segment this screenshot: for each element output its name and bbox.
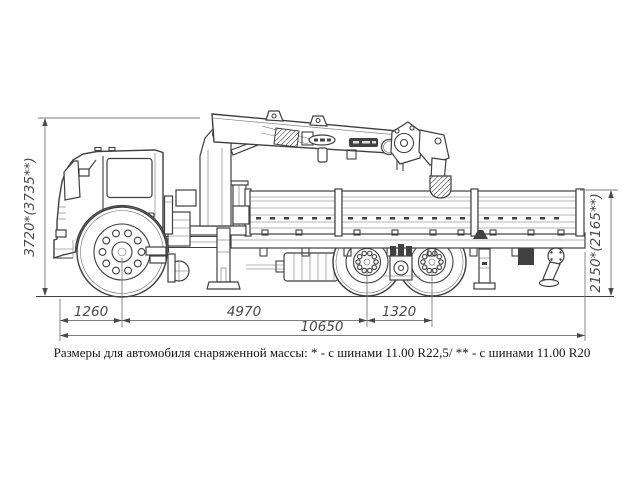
front-outrigger bbox=[206, 227, 241, 290]
front-overhang-label: 1260 bbox=[74, 304, 108, 320]
front-wheel bbox=[76, 206, 168, 298]
dimension-overall-height: 3720*(3735**) bbox=[22, 117, 200, 296]
lifting-lug-1 bbox=[265, 110, 284, 122]
rear-support-leg bbox=[473, 248, 496, 290]
side-panel-1 bbox=[249, 190, 336, 236]
stake-post-1 bbox=[334, 188, 343, 237]
side-panel-3 bbox=[477, 190, 577, 236]
cab bbox=[53, 146, 174, 259]
wheel-chock bbox=[473, 230, 488, 239]
headlight bbox=[55, 229, 67, 238]
overall-length-label: 10650 bbox=[301, 319, 344, 335]
rear-mudflap bbox=[518, 248, 534, 265]
rear-outrigger-foot bbox=[538, 278, 560, 288]
hanging-tag bbox=[317, 147, 328, 163]
windshield bbox=[63, 160, 81, 201]
flatbed-platform bbox=[230, 180, 586, 257]
front-mudflap bbox=[167, 253, 176, 283]
crane-warning-label bbox=[273, 127, 300, 148]
outrigger-foot bbox=[206, 281, 241, 290]
rear-height-label: 2150*(2165**) bbox=[588, 193, 604, 293]
rear-bogie-suspension bbox=[382, 244, 420, 281]
crane bbox=[167, 110, 452, 290]
dimension-bottom: 1260 4970 1320 10650 bbox=[59, 252, 586, 341]
crane-boom bbox=[211, 110, 421, 171]
stake-post-2 bbox=[470, 188, 479, 237]
crane-hook-block bbox=[429, 175, 452, 199]
front-mudflap-and-box bbox=[167, 253, 190, 283]
side-panel-2 bbox=[341, 190, 472, 236]
side-window bbox=[106, 157, 153, 199]
bogie-spacing-label: 1320 bbox=[382, 304, 416, 320]
rear-post bbox=[575, 188, 585, 237]
lifting-lug-2 bbox=[309, 115, 328, 127]
wheelbase-label: 4970 bbox=[227, 304, 261, 320]
boom-tip-assembly bbox=[390, 121, 452, 199]
dimension-rear-height: 2150*(2165**) bbox=[580, 189, 618, 296]
overall-height-label: 3720*(3735**) bbox=[22, 157, 38, 257]
exhaust-stack bbox=[163, 195, 174, 235]
cab-step bbox=[145, 246, 167, 264]
rear-outrigger bbox=[538, 247, 565, 288]
drawing-caption: Размеры для автомобиля снаряженной массы… bbox=[54, 345, 591, 360]
mirror bbox=[78, 168, 90, 177]
crane-console bbox=[175, 189, 197, 207]
underbody-equipment bbox=[283, 252, 339, 282]
